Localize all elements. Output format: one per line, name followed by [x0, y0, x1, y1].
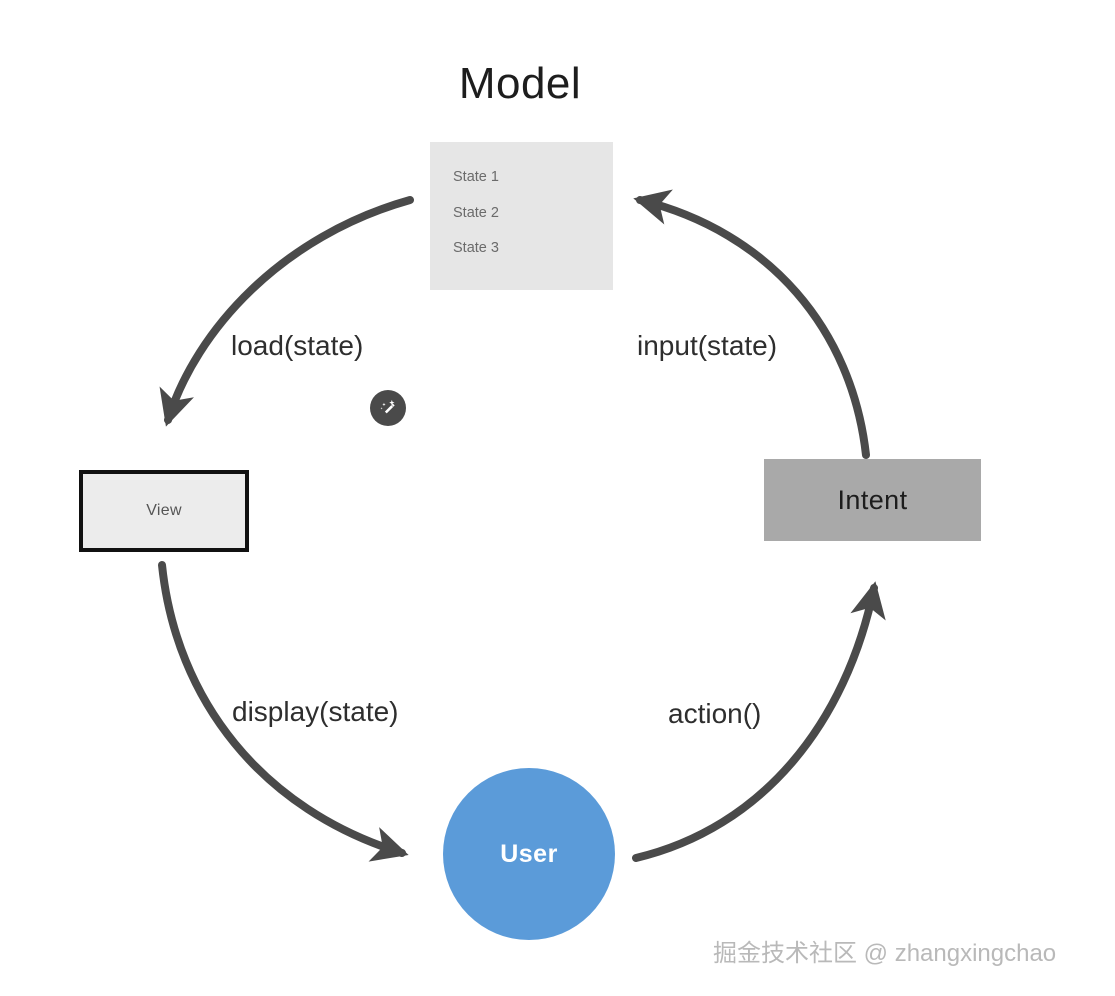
intent-label: Intent: [837, 484, 908, 515]
edge-arrow-load: [159, 196, 414, 427]
watermark-text: 掘金技术社区 @ zhangxingchao: [713, 940, 1057, 967]
state-item: State 2: [453, 204, 499, 221]
edge-label-display: display(state): [232, 696, 399, 727]
edge-label-load: load(state): [231, 330, 364, 361]
state-item: State 3: [453, 240, 499, 256]
edge-label-input: input(state): [637, 330, 778, 361]
view-node: View: [79, 470, 249, 552]
magic-wand-badge[interactable]: [370, 390, 406, 426]
view-label: View: [146, 502, 182, 519]
user-node: User: [443, 768, 615, 940]
model-title: Model: [458, 59, 582, 108]
edge-arrow-input: [633, 189, 870, 459]
edge-arrow-action: [632, 581, 886, 862]
magic-wand-icon: [380, 399, 395, 414]
intent-node: Intent: [764, 459, 981, 541]
edge-arrow-display: [158, 561, 409, 862]
model-state-box: State 1 State 2 State 3: [430, 142, 613, 290]
user-label: User: [500, 839, 558, 868]
state-item: State 1: [453, 169, 499, 185]
edge-label-action: action(): [668, 698, 762, 729]
